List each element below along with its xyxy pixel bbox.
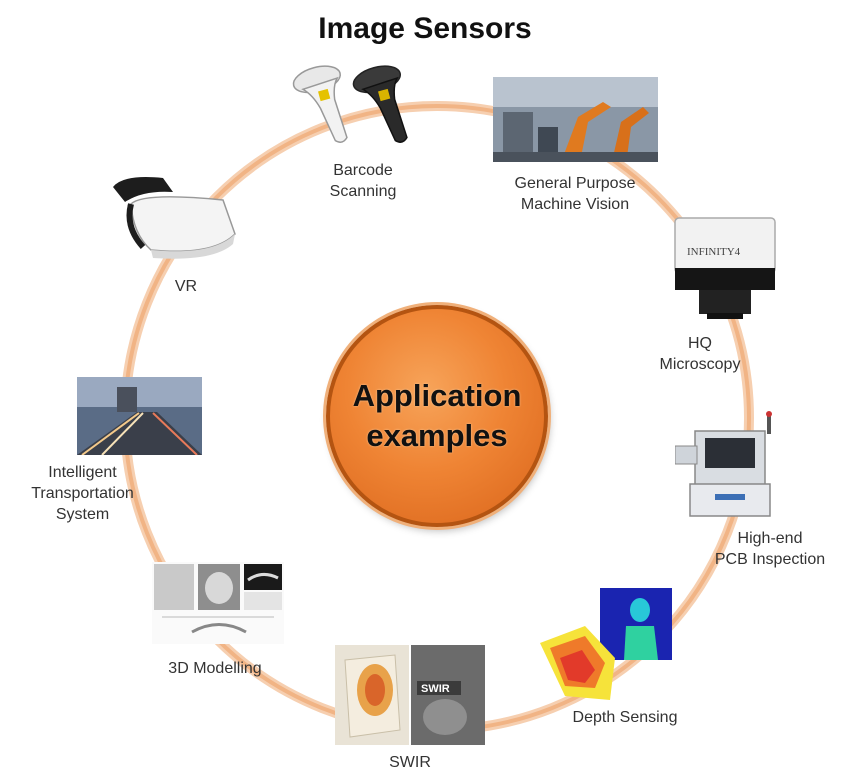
barcode-scanner-icon: [285, 62, 425, 157]
pcb-inspection-machine-icon: [675, 406, 785, 521]
camera-brand-text: INFINITY4: [687, 246, 741, 258]
label-swir: SWIR: [389, 754, 431, 771]
label-modelling: 3D Modelling: [168, 660, 262, 677]
label-pcb: High-end PCB Inspection: [714, 530, 826, 568]
center-disc: Application examples: [326, 305, 548, 527]
label-barcode: Barcode Scanning: [329, 162, 397, 200]
page-title: Image Sensors: [318, 12, 532, 45]
label-machine-vision: General Purpose Machine Vision: [514, 175, 636, 213]
microscope-camera-icon: INFINITY4: [667, 213, 782, 323]
swir-badge-text: SWIR: [421, 683, 450, 695]
swir-comparison-image: SWIR: [335, 645, 485, 745]
label-depth: Depth Sensing: [572, 709, 678, 726]
depth-map-image: [540, 588, 675, 703]
label-microscopy: HQ Microscopy: [659, 335, 741, 373]
highway-traffic-photo: [77, 377, 202, 455]
vr-headset-icon: [103, 172, 243, 264]
center-text: Application examples: [353, 376, 522, 456]
label-its: Intelligent Transportation System: [31, 464, 134, 523]
industrial-robot-photo: [493, 77, 658, 162]
center-label: Application examples: [352, 378, 522, 453]
3d-model-scans-image: [152, 562, 284, 644]
label-vr: VR: [174, 278, 198, 295]
